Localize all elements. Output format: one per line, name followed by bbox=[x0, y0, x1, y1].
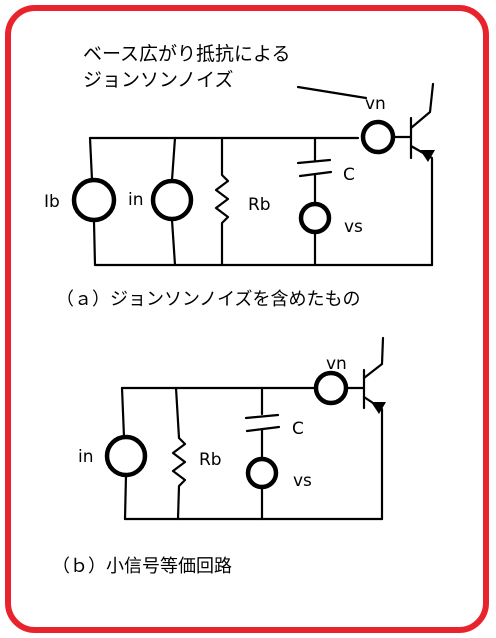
b-transistor-collector bbox=[362, 336, 385, 380]
a-ib-branch-wire bbox=[88, 136, 97, 267]
a-label-vn: vn bbox=[365, 94, 386, 114]
a-label-ib: Ib bbox=[44, 192, 60, 212]
a-capacitor-plate-1 bbox=[296, 158, 332, 165]
b-capacitor-plate-1 bbox=[244, 413, 280, 420]
a-emitter-arrow-icon bbox=[420, 150, 435, 162]
a-vn-voltage-source bbox=[360, 119, 396, 155]
annotation-line-1: ベース広がり抵抗による bbox=[83, 43, 290, 65]
b-in-branch-wire bbox=[120, 386, 128, 521]
a-label-in: in bbox=[128, 190, 144, 210]
b-rb-resistor bbox=[171, 386, 187, 521]
b-label-in: in bbox=[78, 447, 94, 467]
a-in-current-source bbox=[150, 178, 194, 222]
a-capacitor-plate-2 bbox=[298, 170, 333, 178]
b-label-c: C bbox=[292, 419, 304, 439]
circuit-a: Ib in Rb C vs vn bbox=[44, 82, 435, 267]
annotation-leader-line bbox=[296, 85, 368, 100]
b-label-rb: Rb bbox=[199, 450, 222, 470]
annotation-line-2: ジョンソンノイズ bbox=[83, 69, 233, 91]
circuit-b: in Rb C vs vn bbox=[78, 336, 386, 521]
b-label-vs: vs bbox=[293, 471, 312, 491]
a-transistor-emitter bbox=[409, 144, 434, 267]
b-in-current-source bbox=[104, 434, 148, 478]
a-rb-resistor bbox=[214, 136, 230, 267]
b-vn-voltage-source bbox=[313, 370, 349, 406]
a-ib-current-source bbox=[71, 177, 117, 223]
a-vs-voltage-source bbox=[298, 201, 332, 235]
red-rounded-frame bbox=[5, 5, 489, 633]
b-transistor-emitter bbox=[362, 395, 384, 521]
b-label-vn: vn bbox=[326, 354, 347, 374]
a-transistor-collector bbox=[409, 82, 435, 130]
a-label-vs: vs bbox=[344, 217, 363, 237]
b-emitter-arrow-icon bbox=[371, 402, 386, 414]
b-capacitor-plate-2 bbox=[245, 425, 281, 433]
caption-b: （ｂ）小信号等価回路 bbox=[52, 556, 232, 577]
a-in-branch-wire bbox=[170, 136, 177, 267]
a-label-rb: Rb bbox=[248, 195, 271, 215]
caption-a: （ａ）ジョンソンノイズを含めたもの bbox=[56, 289, 361, 310]
b-vs-voltage-source bbox=[245, 456, 279, 490]
a-label-c: C bbox=[343, 165, 355, 185]
